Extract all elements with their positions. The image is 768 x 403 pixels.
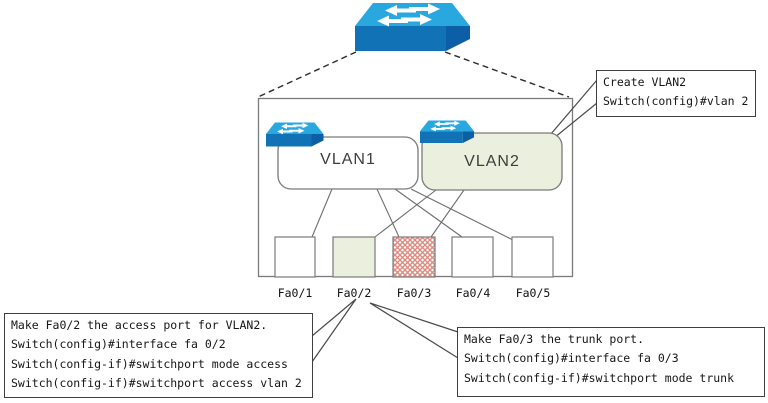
link-vlan1-fa03 xyxy=(376,188,400,238)
callout-trunk-port-line2: Switch(config)#interface fa 0/3 xyxy=(464,351,679,366)
link-vlan1-fa01 xyxy=(311,188,333,238)
vlan1-label: VLAN1 xyxy=(320,151,376,168)
vlan1-switch-icon xyxy=(266,123,324,147)
port-row xyxy=(274,236,554,278)
callout-access-port-line4: Switch(config-if)#switchport access vlan… xyxy=(11,375,302,390)
expansion-line-right xyxy=(444,51,570,98)
port-label-fa0-2: Fa0/2 xyxy=(336,286,372,300)
callout-trunk-port: Make Fa0/3 the trunk port. Switch(config… xyxy=(457,327,765,397)
port-fa0-1 xyxy=(274,236,316,278)
callout-create-vlan2-line2: Switch(config)#vlan 2 xyxy=(603,94,749,109)
expansion-dashed-lines xyxy=(257,51,570,98)
pointer-access-port xyxy=(311,298,357,363)
callout-create-vlan2: Create VLAN2 Switch(config)#vlan 2 xyxy=(596,70,756,117)
link-vlan2-fa02 xyxy=(374,189,437,238)
vlan1-box xyxy=(277,136,419,190)
port-fa0-2 xyxy=(332,236,376,278)
port-label-fa0-3: Fa0/3 xyxy=(396,286,432,300)
link-vlan1-fa05 xyxy=(410,188,514,241)
callout-create-vlan2-line1: Create VLAN2 xyxy=(603,75,687,89)
callout-access-port-line3: Switch(config-if)#switchport mode access xyxy=(11,356,288,371)
main-switch-icon xyxy=(355,3,470,51)
callout-trunk-port-line3: Switch(config-if)#switchport mode trunk xyxy=(464,370,735,385)
port-label-fa0-4: Fa0/4 xyxy=(455,286,491,300)
port-fa0-4 xyxy=(451,236,494,278)
pointer-trunk-port xyxy=(369,302,459,359)
callout-access-port: Make Fa0/2 the access port for VLAN2. Sw… xyxy=(4,313,313,398)
callout-access-port-line2: Switch(config)#interface fa 0/2 xyxy=(11,337,226,352)
port-fa0-3 xyxy=(392,236,436,278)
vlan-port-links xyxy=(311,188,514,241)
port-label-fa0-5: Fa0/5 xyxy=(515,286,551,300)
link-vlan1-fa04 xyxy=(394,188,463,238)
port-label-fa0-1: Fa0/1 xyxy=(277,286,313,300)
vlan2-switch-icon xyxy=(420,120,474,143)
callout-trunk-port-line1: Make Fa0/3 the trunk port. xyxy=(464,332,645,346)
link-vlan2-fa03 xyxy=(430,189,465,238)
expansion-line-left xyxy=(257,51,357,98)
vlan2-label: VLAN2 xyxy=(464,153,520,170)
callout-access-port-line1: Make Fa0/2 the access port for VLAN2. xyxy=(11,318,268,332)
vlan2-box xyxy=(421,132,563,191)
port-fa0-5 xyxy=(511,236,554,278)
